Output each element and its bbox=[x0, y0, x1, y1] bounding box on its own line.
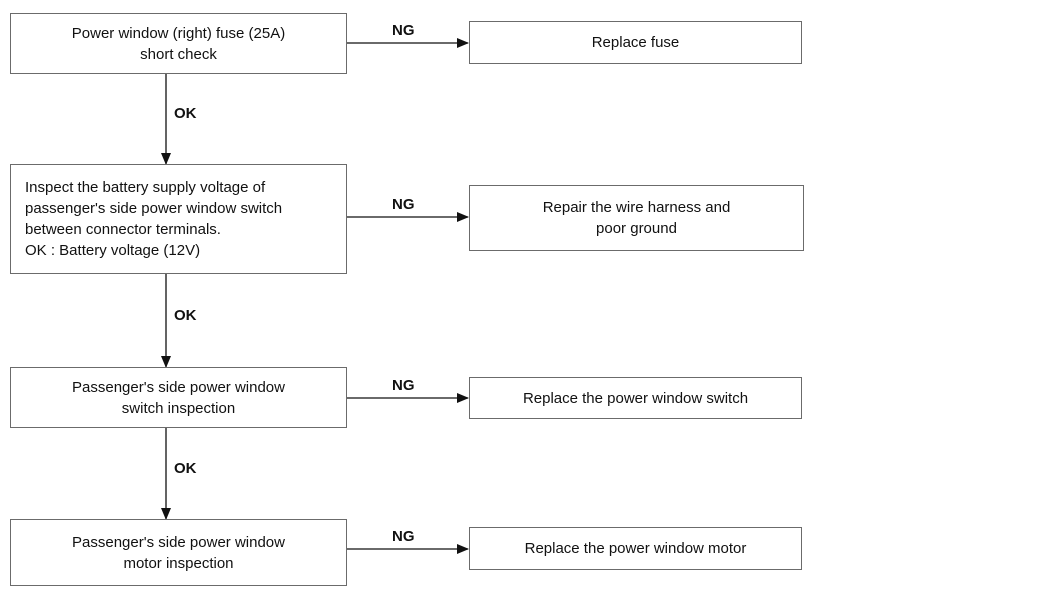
step-box-fuse-check: Power window (right) fuse (25A) short ch… bbox=[10, 13, 347, 74]
step-text: Inspect the battery supply voltage of pa… bbox=[25, 179, 283, 259]
ok-label-3: OK bbox=[174, 460, 197, 477]
action-text: Repair the wire harness and poor ground bbox=[542, 199, 731, 237]
step-text: Power window (right) fuse (25A) short ch… bbox=[71, 24, 286, 63]
step-box-supply-voltage: Inspect the battery supply voltage of pa… bbox=[10, 164, 347, 274]
action-box-replace-switch: Replace the power window switch bbox=[469, 377, 802, 419]
action-box-replace-motor: Replace the power window motor bbox=[469, 527, 802, 570]
step-box-switch-inspection: Passenger's side power window switch ins… bbox=[10, 367, 347, 428]
ok-label-2: OK bbox=[174, 307, 197, 324]
action-text: Replace fuse bbox=[591, 34, 680, 51]
ng-label-1: NG bbox=[392, 22, 415, 39]
step-text: Passenger's side power window motor insp… bbox=[72, 533, 285, 572]
action-text: Replace the power window motor bbox=[524, 540, 747, 557]
action-text: Replace the power window switch bbox=[522, 389, 749, 407]
ng-label-2: NG bbox=[392, 196, 415, 213]
action-box-replace-fuse: Replace fuse bbox=[469, 21, 802, 64]
action-box-repair-harness: Repair the wire harness and poor ground bbox=[469, 185, 804, 251]
ok-label-1: OK bbox=[174, 105, 197, 122]
step-text: Passenger's side power window switch ins… bbox=[72, 378, 285, 417]
ng-label-3: NG bbox=[392, 377, 415, 394]
ng-label-4: NG bbox=[392, 528, 415, 545]
step-box-motor-inspection: Passenger's side power window motor insp… bbox=[10, 519, 347, 586]
